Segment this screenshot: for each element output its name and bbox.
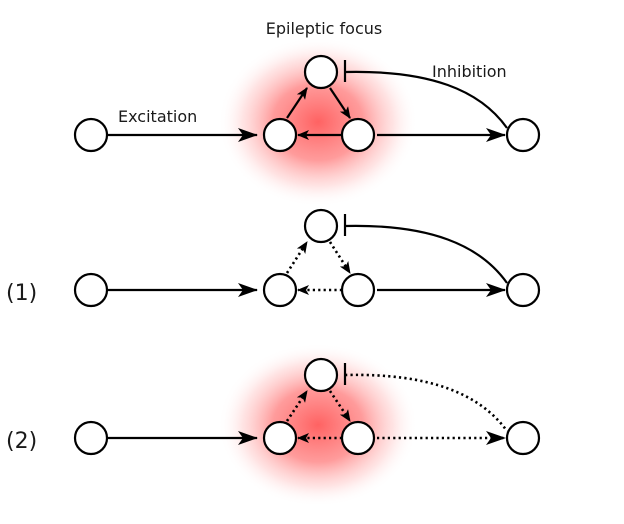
input-neuron — [73, 420, 109, 456]
input-neuron — [73, 117, 109, 153]
loop-edge-left-top — [286, 87, 308, 119]
inhibitory-neuron — [505, 420, 541, 456]
scenario-2-label: (2) — [6, 429, 37, 454]
focus-glow — [218, 37, 418, 207]
focus-neuron-top — [303, 208, 339, 244]
focus-neuron-top — [303, 54, 339, 90]
row-scenario-2: (2) — [6, 343, 541, 507]
scenario-1-label: (1) — [6, 281, 37, 306]
focus-neuron-right — [340, 420, 376, 456]
row-scenario-1: (1) — [6, 208, 541, 308]
loop-edge-left-top — [285, 390, 309, 422]
excitation-label: Excitation — [118, 107, 197, 126]
inhibitory-neuron — [505, 117, 541, 153]
inhibition-edge — [344, 70, 508, 129]
loop-edge-top-right — [328, 241, 352, 274]
focus-label: Epileptic focus — [266, 19, 382, 38]
loop-edge-left-top — [285, 241, 309, 274]
inhibition-edge — [344, 224, 508, 284]
input-neuron — [73, 272, 109, 308]
focus-glow — [218, 343, 418, 507]
focus-neuron-left — [262, 272, 298, 308]
inhibition-label: Inhibition — [432, 62, 507, 81]
focus-neuron-right — [340, 272, 376, 308]
focus-neuron-right — [340, 117, 376, 153]
focus-neuron-left — [262, 420, 298, 456]
focus-neuron-left — [262, 117, 298, 153]
loop-edge-top-right — [329, 87, 351, 119]
row-baseline: Epileptic focus Excitation Inhibition — [73, 19, 541, 207]
inhibitory-neuron — [505, 272, 541, 308]
focus-neuron-top — [303, 357, 339, 393]
inhibition-edge — [344, 373, 509, 432]
loop-edge-top-right — [328, 390, 352, 422]
